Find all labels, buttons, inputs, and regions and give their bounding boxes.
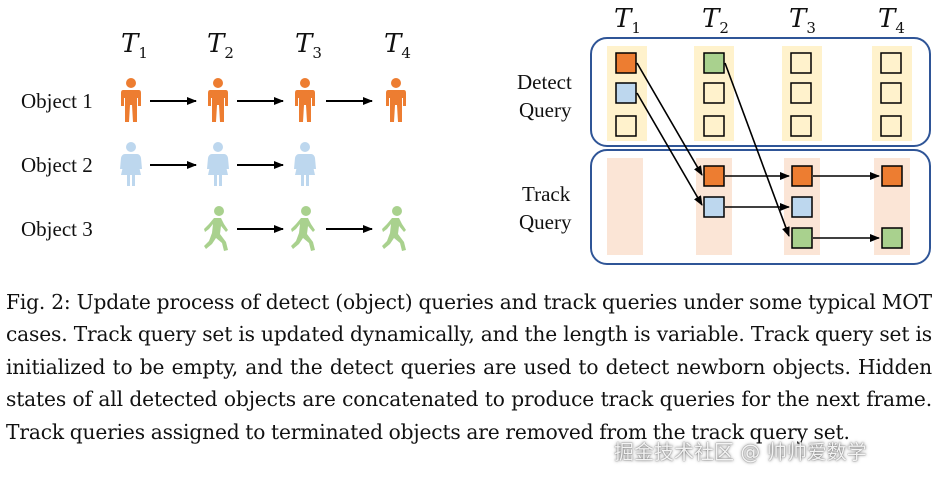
left-time-label-2: T2 xyxy=(207,29,234,62)
person-dress-icon xyxy=(120,142,142,186)
figure-diagram: T1 T2 T3 T4 Object 1 Object 2 Object 3 xyxy=(21,4,931,265)
detect-query-empty xyxy=(790,115,812,137)
track-query-object3 xyxy=(791,227,813,249)
right-time-label-2: T2 xyxy=(702,4,729,37)
detect-query-empty xyxy=(880,52,902,74)
detect-query-label: Detect xyxy=(517,70,572,94)
watermark: 掘金技术社区 @ 帅帅爱数学 xyxy=(614,440,867,464)
caption-text: Update process of detect (object) querie… xyxy=(6,290,932,444)
detect-query-empty xyxy=(880,82,902,104)
person-dress-icon xyxy=(207,142,229,186)
left-time-label-3: T3 xyxy=(295,29,322,62)
left-arrows xyxy=(150,97,373,233)
right-time-label-4: T4 xyxy=(878,4,905,37)
object-2-label: Object 2 xyxy=(21,153,93,177)
track-column-bg xyxy=(607,158,643,255)
detect-query-object1 xyxy=(615,52,637,74)
detect-query-object2 xyxy=(615,82,637,104)
track-query-object3 xyxy=(881,227,903,249)
person-standing-icon xyxy=(386,78,406,122)
arrow xyxy=(636,62,703,176)
object-2-row xyxy=(120,142,316,186)
figure-number: Fig. 2: xyxy=(6,290,71,314)
right-time-label-1: T1 xyxy=(614,4,641,37)
detect-query-panel xyxy=(590,37,931,147)
right-arrows xyxy=(636,62,880,242)
arrow xyxy=(636,92,703,206)
object-1-label: Object 1 xyxy=(21,89,93,113)
right-panel: T1 T2 T3 T4 Detect Query Track Query xyxy=(517,4,931,265)
left-panel: T1 T2 T3 T4 Object 1 Object 2 Object 3 xyxy=(21,29,411,251)
detect-query-empty xyxy=(615,115,637,137)
track-query-object2 xyxy=(703,196,725,218)
detect-query-empty xyxy=(703,82,725,104)
detect-query-empty xyxy=(703,115,725,137)
track-query-object1 xyxy=(703,165,725,187)
person-standing-icon xyxy=(121,78,141,122)
person-walking-icon xyxy=(204,206,228,251)
person-walking-icon xyxy=(382,206,406,251)
person-walking-icon xyxy=(291,206,315,251)
person-dress-icon xyxy=(294,142,316,186)
left-time-label-4: T4 xyxy=(384,29,411,62)
detect-query-empty xyxy=(790,52,812,74)
detect-query-object3 xyxy=(703,52,725,74)
track-query-label-line2: Query xyxy=(519,210,572,234)
object-3-row xyxy=(204,206,406,251)
detect-query-label-line2: Query xyxy=(519,98,572,122)
person-standing-icon xyxy=(295,78,315,122)
detect-query-empty xyxy=(790,82,812,104)
object-3-label: Object 3 xyxy=(21,217,93,241)
right-time-label-3: T3 xyxy=(789,4,816,37)
left-time-label-1: T1 xyxy=(121,29,148,62)
track-query-label: Track xyxy=(522,182,571,206)
person-standing-icon xyxy=(208,78,228,122)
track-query-object2 xyxy=(791,196,813,218)
detect-query-empty xyxy=(880,115,902,137)
figure-caption: Fig. 2:Update process of detect (object)… xyxy=(6,286,932,448)
track-query-object1 xyxy=(881,165,903,187)
track-query-object1 xyxy=(791,165,813,187)
